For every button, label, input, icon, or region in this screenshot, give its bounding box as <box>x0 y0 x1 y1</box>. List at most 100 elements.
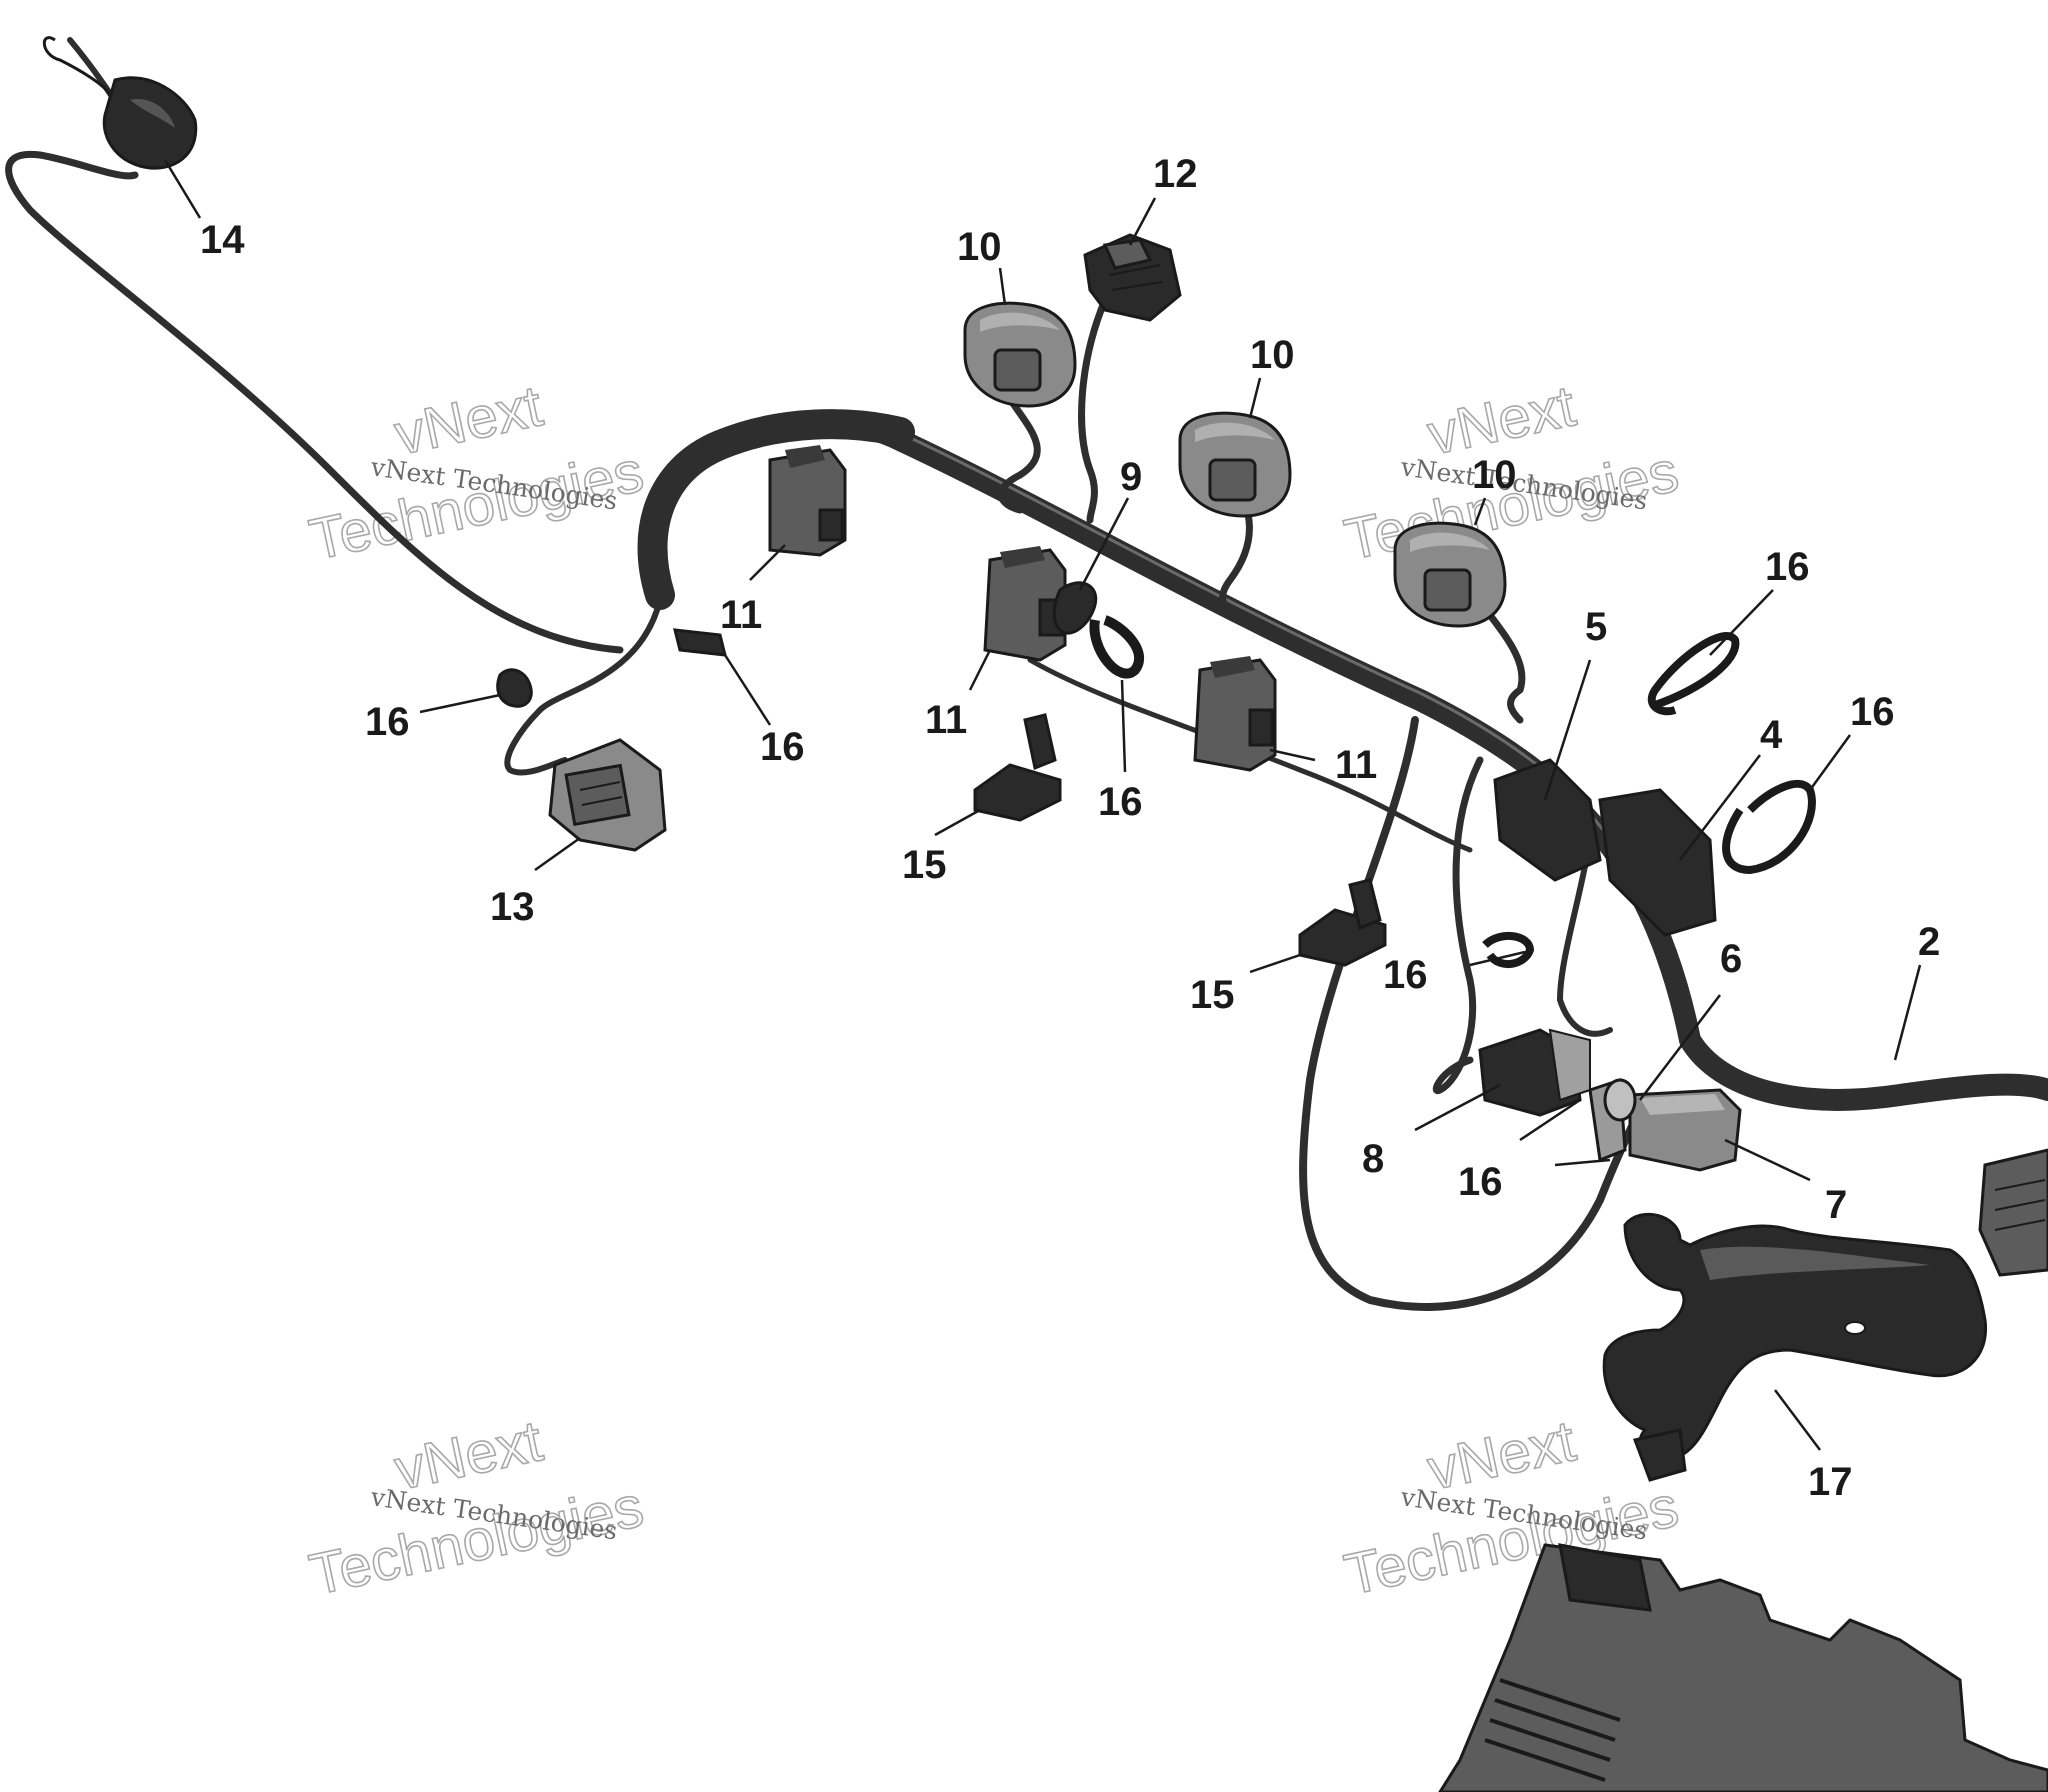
grommet-body-14 <box>102 76 198 170</box>
branch-wire-8 <box>1432 756 1484 1095</box>
callout-2: 2 <box>1918 920 1940 964</box>
part-15a-plug <box>973 713 1062 822</box>
part-11b-connector <box>983 546 1067 662</box>
leader-14 <box>163 159 202 219</box>
grommet-body-6 <box>1603 1078 1637 1122</box>
callout-8: 8 <box>1362 1137 1384 1181</box>
leader-10b <box>1248 377 1262 419</box>
callout-15a: 15 <box>902 843 947 887</box>
part-12-connector <box>1083 233 1182 322</box>
leader-11b <box>968 649 992 691</box>
part-5-sleeve <box>1493 758 1602 882</box>
leader-13 <box>534 836 581 872</box>
tie-16c <box>1089 615 1144 679</box>
leader-15a <box>934 808 981 837</box>
part-13-connector <box>548 738 667 852</box>
lower-wire <box>1027 657 1473 853</box>
callout-11c: 11 <box>1335 743 1377 787</box>
tie-16e <box>1722 780 1816 875</box>
callout-17: 17 <box>1808 1460 1853 1504</box>
clip-body-9 <box>1052 581 1098 635</box>
harness-wires <box>5 37 2048 1311</box>
callout-15b: 15 <box>1190 973 1235 1017</box>
part-11c-connector <box>1193 656 1277 772</box>
part-2-end-connector <box>1978 1148 2048 1277</box>
callout-16a: 16 <box>365 700 410 744</box>
leader-16c <box>1120 679 1127 773</box>
callout-5: 5 <box>1585 605 1607 649</box>
leader-10a <box>998 267 1007 306</box>
callout-16e: 16 <box>1850 690 1895 734</box>
part-10a-connector <box>963 301 1077 408</box>
callout-10c: 10 <box>1472 453 1517 497</box>
part-7-sensor <box>1628 1088 1742 1172</box>
leader-11a <box>749 544 786 581</box>
ecu-fins <box>1484 1678 1621 1782</box>
leader-5 <box>1543 659 1592 801</box>
leader-9 <box>1078 497 1130 591</box>
leader-16d <box>1709 589 1774 656</box>
callout-10b: 10 <box>1250 333 1295 377</box>
part-11a-connector <box>768 445 847 557</box>
sleeve-body-5 <box>1493 758 1602 882</box>
leader-12 <box>1128 197 1157 246</box>
callout-10a: 10 <box>957 225 1002 269</box>
tie-16b <box>673 628 727 657</box>
leader-15b <box>1249 953 1301 974</box>
callout-13: 13 <box>490 885 535 929</box>
callout-16b: 16 <box>760 725 805 769</box>
branch-wire-12 <box>1078 296 1109 524</box>
watermark-brand: vNext <box>389 373 548 467</box>
grommet-loop-14 <box>42 36 112 96</box>
ecu-module <box>1438 1543 2048 1792</box>
callout-11a: 11 <box>720 593 762 637</box>
callout-labels: 14 12 10 10 10 9 11 11 11 16 16 16 16 16… <box>200 152 1940 1504</box>
leader-16f <box>1469 950 1526 967</box>
watermark-top-left: vNext Technologies vNext Technologies <box>303 373 649 574</box>
callout-4: 4 <box>1760 713 1783 757</box>
leader-16g <box>1554 1158 1611 1167</box>
leader-2 <box>1893 964 1922 1061</box>
part-14-grommet <box>42 36 198 170</box>
connector-body-2 <box>1978 1148 2048 1277</box>
part-10b-connector <box>1178 411 1292 518</box>
branch-wire-10c <box>1471 591 1526 724</box>
branch-wire-10a <box>997 386 1041 514</box>
lead-wire-14 <box>5 150 624 654</box>
part-10c-connector <box>1393 521 1507 628</box>
leader-16g2 <box>1519 1098 1581 1142</box>
part-4-sleeve <box>1598 788 1717 937</box>
branch-wire-6 <box>1557 837 1613 1037</box>
part-6-grommet <box>1603 1078 1637 1122</box>
part-17-bracket <box>1602 1212 1988 1482</box>
callout-11b: 11 <box>925 698 967 742</box>
tie-16d <box>1647 632 1740 716</box>
loop-wire-11a <box>637 409 915 610</box>
plug-body-15a <box>973 763 1062 822</box>
callout-9: 9 <box>1120 455 1142 499</box>
callout-14: 14 <box>200 218 245 262</box>
watermark-bottom-left: vNext Technologies vNext Technologies <box>303 1408 649 1609</box>
callout-16d: 16 <box>1765 545 1810 589</box>
leader-8 <box>1414 1083 1501 1132</box>
callout-12: 12 <box>1153 152 1198 196</box>
leader-11c <box>1269 748 1316 762</box>
leader-10c <box>1473 497 1487 526</box>
part-9-clip <box>1052 581 1098 635</box>
callout-16g: 16 <box>1458 1160 1503 1204</box>
callout-7: 7 <box>1825 1183 1847 1227</box>
leader-16b <box>723 654 772 726</box>
sleeve-body-4 <box>1598 788 1717 937</box>
callout-16f: 16 <box>1383 953 1428 997</box>
branch-wire-13 <box>504 597 663 776</box>
leader-16a <box>419 693 501 714</box>
callout-16c: 16 <box>1098 780 1143 824</box>
part-15b-plug <box>1298 878 1387 967</box>
part-16-ties <box>496 615 1816 1163</box>
callout-6: 6 <box>1720 937 1742 981</box>
leader-17 <box>1774 1389 1821 1451</box>
part-8-connector <box>1478 1028 1591 1117</box>
leader-4 <box>1679 754 1761 861</box>
leader-6 <box>1639 994 1721 1101</box>
